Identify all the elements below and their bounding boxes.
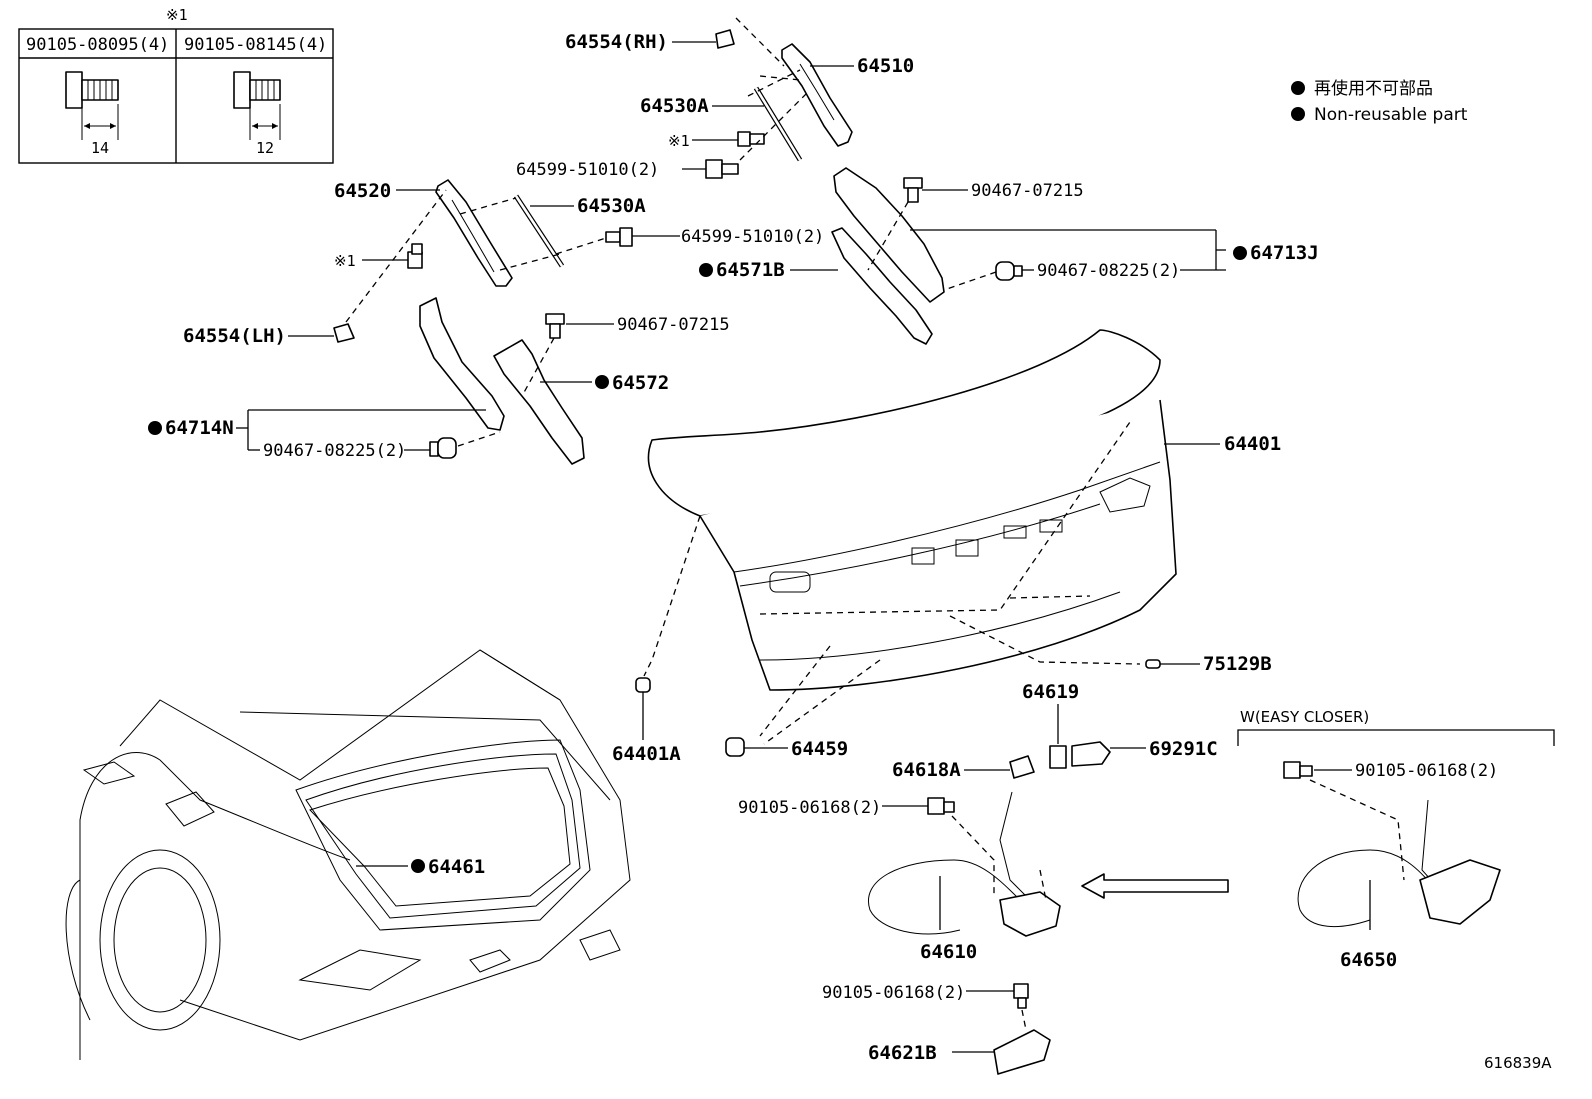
arrow-left-icon	[1081, 873, 1229, 899]
label-64520: 64520	[334, 180, 391, 202]
hinge-lh	[435, 179, 513, 287]
label-90105-06168-c: 90105-06168(2)	[822, 983, 965, 1003]
label-64621b: 64621B	[868, 1042, 937, 1064]
non-reusable-dot-icon	[595, 375, 609, 389]
hinge-rh	[781, 43, 853, 147]
label-note1-b: ※1	[334, 252, 356, 270]
emblem-clip	[1145, 659, 1161, 669]
non-reusable-dot-icon	[1291, 107, 1305, 121]
label-64571b: 64571B	[716, 259, 785, 281]
bolt-icon	[407, 243, 423, 269]
trunk-lock-assy	[999, 891, 1061, 937]
label-64618a: 64618A	[892, 759, 961, 781]
hinge-cap-rh	[715, 29, 735, 49]
left-hinge-group: 64520 64530A 64599-51010(2) ※1 64554(LH)	[183, 179, 824, 347]
bolt-col2-dimension: 12	[256, 139, 274, 157]
push-clip-icon	[995, 261, 1023, 281]
bolt-table: ※1 90105-08095(4) 90105-08145(4) 14	[18, 6, 334, 164]
bolt-col1-header: 90105-08095(4)	[26, 35, 169, 55]
clip-icon	[545, 313, 565, 339]
lock-cushion-part	[1009, 755, 1035, 779]
non-reusable-dot-icon	[1233, 246, 1247, 260]
label-64459: 64459	[791, 738, 848, 760]
upper-hinge-group: 64554(RH) 64510 64530A ※1 64599-51010(2)	[516, 17, 914, 180]
bolt-table-note-mark: ※1	[166, 6, 188, 24]
trunk-opener-switch	[993, 1029, 1051, 1075]
label-64510: 64510	[857, 55, 914, 77]
flange-bolt-icon	[65, 71, 119, 140]
label-64650: 64650	[1340, 949, 1397, 971]
right-trim-group: 90467-07215 64713J 64571B 90467-08225(2)	[699, 167, 1319, 345]
non-reusable-dot-icon	[1291, 81, 1305, 95]
non-reusable-dot-icon	[148, 421, 162, 435]
legend-jp-text: 再使用不可部品	[1314, 78, 1433, 99]
label-90105-06168-a: 90105-06168(2)	[738, 798, 881, 818]
label-64714n: 64714N	[165, 417, 234, 439]
legend: 再使用不可部品 Non-reusable part	[1291, 78, 1468, 125]
non-reusable-dot-icon	[411, 859, 425, 873]
label-64554-lh: 64554(LH)	[183, 325, 286, 347]
lock-actuator-part	[1049, 745, 1067, 769]
flange-bolt-icon	[233, 71, 281, 140]
left-trim-group: 90467-07215 64572 64714N 90467-08225(2)	[148, 297, 730, 465]
lid-stopper	[725, 737, 745, 757]
label-90467-07215-a: 90467-07215	[971, 181, 1084, 201]
trunk-lid: 64401	[647, 329, 1281, 691]
trunk-trim-rh-inner	[831, 227, 933, 345]
bolt-icon	[705, 159, 739, 179]
label-90467-08225-b: 90467-08225(2)	[263, 441, 406, 461]
label-90467-08225-a: 90467-08225(2)	[1037, 261, 1180, 281]
label-64554-rh: 64554(RH)	[565, 31, 668, 53]
label-easy-closer: W(EASY CLOSER)	[1240, 708, 1369, 726]
label-64530a-mid: 64530A	[577, 195, 646, 217]
bolt-icon	[605, 227, 633, 247]
bolt-icon	[1283, 761, 1313, 779]
label-64599-b: 64599-51010(2)	[681, 227, 824, 247]
legend-en-text: Non-reusable part	[1314, 105, 1468, 125]
label-69291c: 69291C	[1149, 738, 1218, 760]
label-64599-a: 64599-51010(2)	[516, 160, 659, 180]
trunk-trim-lh-inner	[493, 339, 585, 465]
label-90105-06168-b: 90105-06168(2)	[1355, 761, 1498, 781]
trunk-trim-lh	[419, 297, 505, 431]
label-64401: 64401	[1224, 433, 1281, 455]
label-64619: 64619	[1022, 681, 1079, 703]
label-64572: 64572	[612, 372, 669, 394]
clip-icon	[903, 177, 923, 203]
diagram-id: 616839A	[1484, 1054, 1552, 1072]
hinge-cap-lh	[333, 323, 355, 343]
label-64713j: 64713J	[1250, 242, 1319, 264]
bolt-col2-header: 90105-08145(4)	[184, 35, 327, 55]
bolt-col1-dimension: 14	[91, 139, 109, 157]
label-64401a: 64401A	[612, 743, 681, 765]
lid-cushion	[635, 677, 651, 693]
label-note1-a: ※1	[668, 132, 690, 150]
easy-closer-lock-assy	[1419, 859, 1501, 925]
lock-cable-group: 64619 64618A 69291C 90105-06168(2) 64610…	[738, 681, 1555, 1075]
label-64610: 64610	[920, 941, 977, 963]
bolt-icon	[737, 131, 765, 147]
label-75129b: 75129B	[1203, 653, 1272, 675]
non-reusable-dot-icon	[699, 263, 713, 277]
bolt-icon	[927, 797, 955, 815]
lock-bracket-part	[1071, 741, 1111, 767]
bolt-icon	[1013, 983, 1029, 1009]
vehicle-rear-view	[65, 649, 631, 1060]
push-clip-icon	[429, 437, 457, 459]
label-64461: 64461	[428, 856, 485, 878]
label-64530a-top: 64530A	[640, 95, 709, 117]
label-90467-07215-b: 90467-07215	[617, 315, 730, 335]
